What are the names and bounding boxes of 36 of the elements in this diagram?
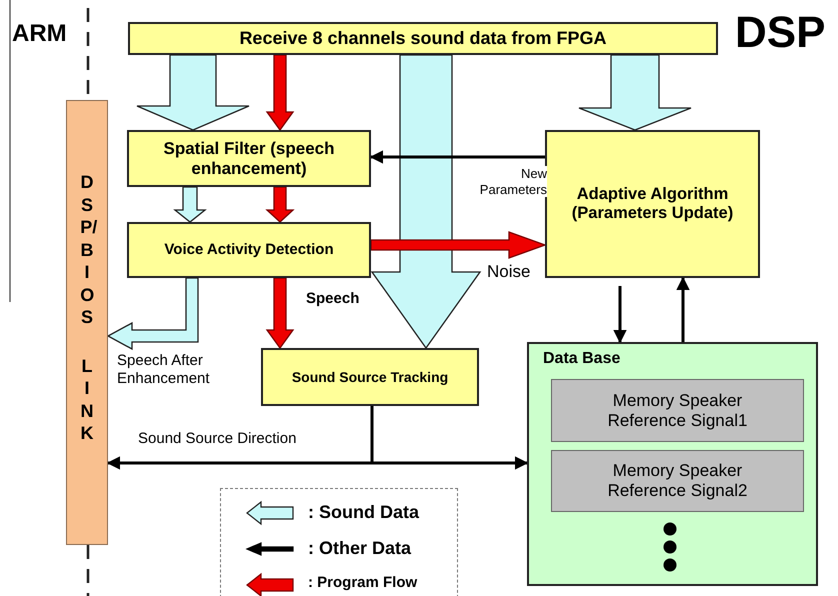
- block-arrow: [136, 54, 250, 131]
- legend-label: : Program Flow: [308, 574, 418, 591]
- arrow: [370, 150, 545, 164]
- box-label: Receive 8 channels sound data from FPGA: [239, 28, 607, 49]
- process-box: [545, 130, 760, 278]
- legend-label: : Sound Data: [308, 502, 419, 523]
- block-arrow: [266, 54, 294, 132]
- block-arrow: [578, 54, 692, 131]
- box-label: Spatial Filter (speech enhancement): [162, 138, 336, 178]
- box-label: Adaptive Algorithm (Parameters Update): [570, 185, 734, 223]
- region-label: ARM: [12, 20, 67, 48]
- box-label: Memory Speaker Reference Signal1: [606, 390, 748, 430]
- block-arrow: [265, 186, 295, 223]
- process-box: [128, 22, 718, 55]
- block-arrow: [370, 231, 547, 259]
- region-label: DSP: [735, 8, 826, 58]
- block-arrow: [266, 277, 294, 350]
- box-label: Voice Activity Detection: [164, 241, 334, 259]
- edge-label: Speech: [306, 290, 360, 308]
- process-box: [127, 130, 371, 187]
- arrow: [613, 286, 627, 344]
- arrow: [370, 406, 528, 470]
- block-arrow: [370, 54, 482, 350]
- database-panel: [527, 342, 818, 586]
- legend-label: : Other Data: [308, 538, 412, 559]
- process-box: [127, 222, 371, 278]
- arrow: [676, 276, 690, 342]
- block-arrow: [173, 186, 207, 223]
- link-bar: [66, 100, 108, 545]
- memory-box: [551, 379, 804, 442]
- box-label: Sound Source Tracking: [292, 368, 448, 386]
- box-label: Memory Speaker Reference Signal2: [606, 461, 748, 501]
- panel-heading: Data Base: [543, 350, 620, 368]
- process-box: [261, 348, 479, 406]
- memory-box: [551, 450, 804, 512]
- block-arrow: [106, 277, 199, 350]
